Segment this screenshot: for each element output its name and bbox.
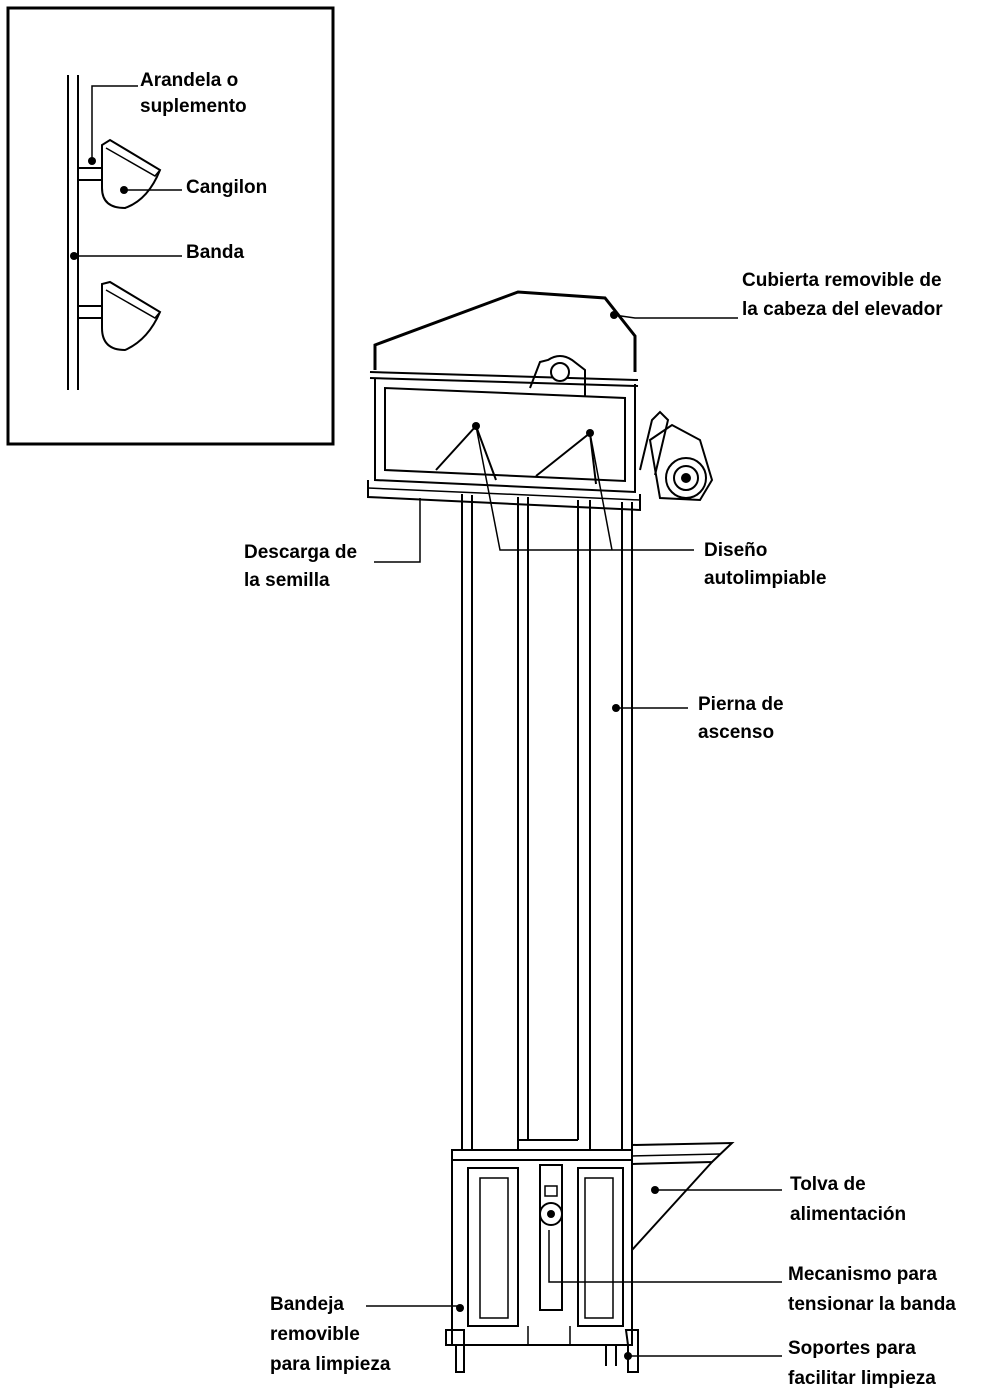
- label-mecanismo-line2: tensionar la banda: [788, 1294, 956, 1315]
- label-tolva-line2: alimentación: [790, 1204, 906, 1225]
- label-cubierta-line2: la cabeza del elevador: [742, 299, 943, 320]
- label-soportes-line1: Soportes para: [788, 1338, 916, 1359]
- label-arandela-line1: Arandela o: [140, 70, 238, 91]
- label-pierna-line1: Pierna de: [698, 694, 784, 715]
- elevator-boot: [445, 1141, 735, 1373]
- callout-bandeja: Bandeja removible para limpieza: [270, 1294, 464, 1375]
- head-cover: [373, 290, 637, 372]
- label-descarga-line2: la semilla: [244, 570, 330, 591]
- label-soportes-line2: facilitar limpieza: [788, 1368, 936, 1389]
- boot-right-panel: [577, 1167, 624, 1327]
- callout-tolva: Tolva de alimentación: [651, 1174, 906, 1225]
- label-diseno-line2: autolimpiable: [704, 568, 826, 589]
- label-arandela-line2: suplemento: [140, 96, 247, 117]
- callout-descarga: Descarga de la semilla: [244, 498, 421, 591]
- inset-frame: [6, 6, 335, 446]
- label-bandeja-line1: Bandeja: [270, 1294, 344, 1315]
- callout-diseno: Diseño autolimpiable: [472, 422, 826, 589]
- callout-soportes: Soportes para facilitar limpieza: [624, 1338, 936, 1389]
- label-bandeja-line3: para limpieza: [270, 1354, 391, 1375]
- tension-mechanism: [539, 1164, 563, 1311]
- callout-pierna: Pierna de ascenso: [612, 694, 784, 743]
- head-pulley-bracket: [529, 355, 586, 396]
- label-pierna-line2: ascenso: [698, 722, 774, 743]
- label-cangilon: Cangilon: [186, 177, 267, 198]
- feed-hopper: [631, 1141, 735, 1251]
- head-window: [384, 386, 626, 483]
- elevator-head: [367, 290, 714, 512]
- label-cubierta-line1: Cubierta removible de: [742, 270, 942, 291]
- elevator-legs: [461, 494, 633, 1150]
- callout-cubierta: Cubierta removible de la cabeza del elev…: [610, 270, 943, 320]
- label-mecanismo-line1: Mecanismo para: [788, 1264, 937, 1285]
- inset-bucket-detail: Arandela o suplemento Cangilon Banda: [6, 6, 335, 446]
- inset-bucket-lower: [77, 280, 162, 352]
- label-diseno-line1: Diseño: [704, 540, 767, 561]
- boot-left-panel: [467, 1167, 519, 1327]
- base-supports: [445, 1326, 639, 1373]
- label-descarga-line1: Descarga de: [244, 542, 357, 563]
- head-motor: [639, 410, 714, 502]
- arandela-leader-line: [91, 85, 138, 161]
- inset-bucket-upper: [77, 138, 162, 210]
- label-bandeja-line2: removible: [270, 1324, 360, 1345]
- label-tolva-line1: Tolva de: [790, 1174, 866, 1195]
- callout-mecanismo: Mecanismo para tensionar la banda: [548, 1230, 956, 1315]
- label-banda: Banda: [186, 242, 245, 263]
